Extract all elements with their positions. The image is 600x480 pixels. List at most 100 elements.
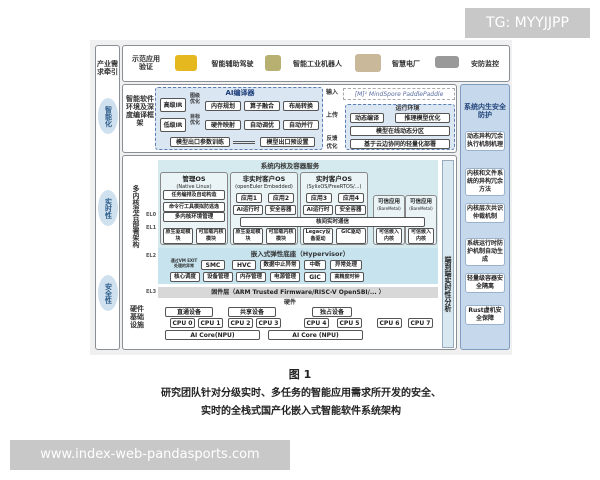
target-opt: 目标优化 xyxy=(189,114,200,126)
hv-item: 设备管理 xyxy=(203,272,233,282)
hv-item: 异常处理 xyxy=(330,260,362,270)
security-item: Rust虚机安全保障 xyxy=(465,305,505,325)
infer-opt: 推理模型优化 xyxy=(395,113,450,123)
app: 应用2 xyxy=(268,193,294,203)
compiler-op: 自动调优 xyxy=(244,120,280,130)
cpu: CPU 4 xyxy=(304,318,329,328)
trusted-kernel: 可信嵌入内核 xyxy=(408,228,434,244)
app: 应用3 xyxy=(306,193,332,203)
figure-number: 图 1 xyxy=(288,368,312,381)
ai-runtime: AI运行时 xyxy=(233,205,263,215)
compiler-op: 算子融合 xyxy=(244,101,280,111)
driver: 原生驱动模块 xyxy=(233,228,263,244)
hw-group: 独占设备 xyxy=(312,307,352,317)
app: 应用1 xyxy=(236,193,262,203)
arrow-icon xyxy=(233,141,255,144)
security-item: 内核层次共识仲裁机制 xyxy=(465,203,505,223)
el-label: EL2 xyxy=(146,253,157,259)
cpu: CPU 1 xyxy=(198,318,223,328)
compiler-op: 硬件映射 xyxy=(205,120,241,130)
cpu: CPU 6 xyxy=(377,318,402,328)
mgmt-item: 多内核环境管理 xyxy=(163,212,225,222)
deploy: 基于云边协同的轻量化部署 xyxy=(350,139,450,149)
robot-icon xyxy=(265,55,281,71)
ai-label: 智能软件环境及深度编译框架 xyxy=(126,95,154,127)
security-title: 系统内生安全防护 xyxy=(464,103,506,119)
el-label: EL0 xyxy=(146,212,157,218)
compiler-op: 内存规划 xyxy=(205,101,241,111)
npu: AI Core(NPU) xyxy=(165,330,260,340)
services-title: 系统内核及容器服务 xyxy=(260,162,320,170)
hv-item: HVC xyxy=(232,260,256,270)
low-ir: 低级IR xyxy=(160,118,186,132)
npu: AI Core (NPU) xyxy=(268,330,363,340)
firmware-layer: 固件层（ARM Trusted Firmware/RISC-V OpenSBI/… xyxy=(158,287,438,298)
graph-opt: 图级优化 xyxy=(189,93,200,105)
hw-label: 硬件基础设施 xyxy=(130,305,144,329)
kernel-label: 多内核混合部署架构 xyxy=(132,185,140,248)
e2e-realtime-analysis: 端到端实时性分析 xyxy=(442,160,454,348)
driver: 可加载内核模块 xyxy=(266,228,296,244)
upload-label: 上传 xyxy=(325,112,338,119)
intelligence-oval: 智能化 xyxy=(98,98,118,134)
os-title: 管理OS xyxy=(182,175,206,183)
preset: 模型出口预设置 xyxy=(260,137,315,147)
baremetal: (BareMetal) xyxy=(409,206,433,211)
driver: Legacy设备驱动 xyxy=(303,228,333,244)
hypervisor-title: 嵌入式弹性底座（Hypervisor） xyxy=(250,250,350,258)
demo-app: 智能工业机器人 xyxy=(293,60,342,68)
feedback-label: 反馈优化 xyxy=(326,136,338,150)
trusted-app-title: 可信应用 xyxy=(409,199,432,205)
mgmt-item: 命令行工具模拟防逃逸 xyxy=(163,202,225,212)
security-item: 轻量级容器安全隔离 xyxy=(465,273,505,293)
ai-runtime: AI运行时 xyxy=(303,205,333,215)
os-title: 实时客户OS xyxy=(315,175,353,183)
demand-label: 产业需求牵引 xyxy=(97,60,118,76)
el-label: EL3 xyxy=(146,289,157,295)
high-ir: 高级IR xyxy=(160,98,186,112)
os-sub: (openEuler Embedded) xyxy=(235,184,293,190)
compiler-op: 布局转换 xyxy=(283,101,319,111)
hv-item: 高精度时钟 xyxy=(330,272,364,282)
hv-item: 中断 xyxy=(304,260,326,270)
os-sub: (Native Linux) xyxy=(176,184,212,190)
secure-container: 安全容器 xyxy=(335,205,366,215)
caption-line: 实时的全栈式国产化嵌入式智能软件系统架构 xyxy=(201,406,401,417)
compiler-title: AI编译器 xyxy=(225,89,255,97)
demo-app: 安防监控 xyxy=(471,60,499,68)
app: 应用4 xyxy=(338,193,364,203)
cpu: CPU 0 xyxy=(170,318,195,328)
cpu: CPU 3 xyxy=(256,318,281,328)
vmexit-label: 通过VM EXIT处理的异常 xyxy=(170,258,198,268)
ipc-bar: 核间实时通信 xyxy=(240,217,425,227)
hv-item: 核心调度 xyxy=(170,272,200,282)
os-sub: (SylixOS/FreeRTOS/...) xyxy=(306,184,362,190)
hv-item: 电源管理 xyxy=(270,272,300,282)
frameworks-logo: [M]¹ MindSpore PaddlePaddle xyxy=(343,88,455,100)
hw-group: 共享设备 xyxy=(228,307,276,317)
hv-item: GIC xyxy=(304,272,326,282)
watermark-top: TG: MYYJJPP xyxy=(465,8,590,38)
param-training: 模型出口参数训练 xyxy=(170,137,230,147)
baremetal: (BareMetal) xyxy=(377,206,401,211)
cpu: CPU 5 xyxy=(337,318,362,328)
realtime-oval: 实时性 xyxy=(98,190,118,226)
cpu: CPU 7 xyxy=(408,318,433,328)
demo-label: 示范应用验证 xyxy=(132,55,160,71)
camera-icon xyxy=(435,56,459,68)
el-label: EL1 xyxy=(146,225,157,231)
security-item: 内核和文件系统的异构冗余方法 xyxy=(465,168,505,196)
secure-container: 安全容器 xyxy=(265,205,296,215)
security-item: 动态异构冗余执行机制机理 xyxy=(465,131,505,151)
hv-item: SMC xyxy=(201,260,225,270)
partition: 模型在线动态分区 xyxy=(350,126,450,136)
mgmt-item: 任务编排及自动构造 xyxy=(163,190,225,200)
hw-group: 直通设备 xyxy=(165,307,213,317)
input-label: 输入 xyxy=(325,89,338,96)
caption-line: 研究团队针对分级实时、多任务的智能应用需求所开发的安全、 xyxy=(161,388,441,399)
demo-app: 智慧电厂 xyxy=(392,60,420,68)
dynamic-compile: 动态编译 xyxy=(350,113,384,123)
trusted-kernel: 可信嵌入内核 xyxy=(376,228,402,244)
security-item: 系统运行时防护机制自动生成 xyxy=(465,238,505,266)
driver: GIC驱动 xyxy=(336,228,366,244)
